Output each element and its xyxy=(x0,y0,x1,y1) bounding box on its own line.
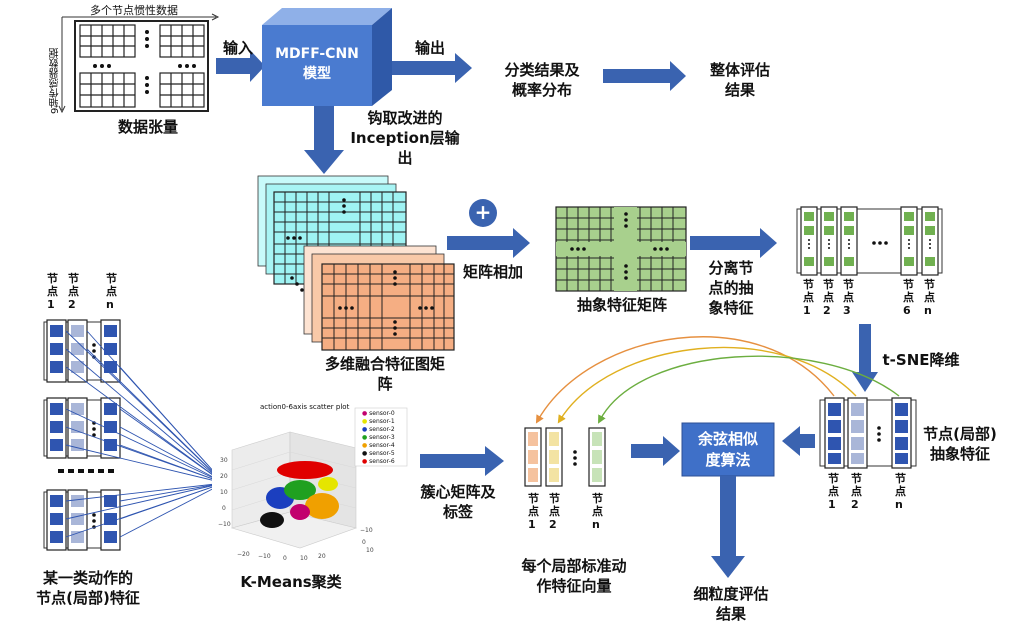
svg-text:−20: −20 xyxy=(237,551,250,558)
svg-text:20: 20 xyxy=(220,473,228,480)
cluster-arrow xyxy=(420,446,504,476)
local-node-n: 节 点 n xyxy=(895,472,906,511)
svg-text:−10: −10 xyxy=(360,527,373,534)
matrix-add-label: 矩阵相加 xyxy=(462,263,523,281)
model-line1: MDFF-CNN xyxy=(275,46,359,62)
fusion-matrix-stack xyxy=(257,175,455,351)
tensor-side-label: 9轴传感器数据 xyxy=(50,47,61,114)
matrix-add-arrow xyxy=(447,228,530,258)
standard-feature-vectors xyxy=(524,427,606,487)
curve-arrows xyxy=(535,336,900,424)
input-arrow xyxy=(216,50,265,82)
legend-entry-2: ● sensor-2 xyxy=(362,426,395,433)
node-feature-columns-top xyxy=(796,206,943,276)
tensor-top-label: 多个节点惯性数据 xyxy=(90,4,178,17)
node-label-top-3: 节 点 3 xyxy=(843,278,854,317)
model-line2: 模型 xyxy=(303,66,331,82)
tensor-caption: 数据张量 xyxy=(117,118,178,136)
cluster-red xyxy=(277,461,333,479)
left-node-header-2: 节 点 2 xyxy=(68,272,79,311)
cluster-label: 簇心矩阵及 标签 xyxy=(420,483,496,521)
legend-entry-4: ● sensor-4 xyxy=(362,442,395,449)
svg-text:0: 0 xyxy=(362,539,366,546)
fine-eval-label: 细粒度评估 结果 xyxy=(693,585,769,623)
cluster-green xyxy=(284,480,316,500)
scatter-legend: ● sensor-0 ● sensor-1 ● sensor-2 ● senso… xyxy=(362,410,408,466)
local-node-2: 节 点 2 xyxy=(851,472,862,511)
cluster-purple xyxy=(290,504,310,520)
node-label-top-n: 节 点 n xyxy=(924,278,935,317)
cosine-down-arrow xyxy=(711,476,745,578)
legend-entry-1: ● sensor-1 xyxy=(362,418,395,425)
output-arrow xyxy=(392,53,472,83)
node-label-top-1: 节 点 1 xyxy=(803,278,814,317)
legend-entry-0: ● sensor-0 xyxy=(362,410,395,417)
scatter-title: action0-6axis scatter plot xyxy=(260,403,350,411)
local-to-cosine-arrow xyxy=(782,426,815,456)
result-to-eval-arrow xyxy=(603,61,686,91)
output-label: 输出 xyxy=(414,39,445,57)
node-label-top-6: 节 点 6 xyxy=(903,278,914,317)
std-caption: 每个局部标准动 作特征向量 xyxy=(521,557,627,595)
cluster-yellow xyxy=(318,477,338,491)
svg-text:30: 30 xyxy=(220,457,228,464)
svg-text:10: 10 xyxy=(366,547,374,554)
svg-text:0: 0 xyxy=(222,505,226,512)
data-tensor-grid xyxy=(58,13,220,114)
local-caption: 节点(局部) 抽象特征 xyxy=(923,425,997,463)
plus-symbol: + xyxy=(474,200,492,224)
local-node-feature-bars xyxy=(819,397,917,469)
left-node-header-1: 节 点 1 xyxy=(47,272,58,311)
svg-text:−10: −10 xyxy=(218,521,231,528)
left-node-header-n: 节 点 n xyxy=(106,272,117,311)
std-node-1: 节 点 1 xyxy=(528,492,539,531)
result-label: 分类结果及 概率分布 xyxy=(504,61,580,99)
plus-circle xyxy=(469,199,497,227)
std-to-cosine-arrow xyxy=(631,436,680,466)
separate-arrow xyxy=(690,228,777,258)
hook-down-arrow xyxy=(304,106,344,174)
tsne-down-arrow xyxy=(852,324,878,392)
hook-label: 钩取改进的 Inception层输 出 xyxy=(350,109,460,167)
separate-label: 分离节 点的抽 象特征 xyxy=(708,259,754,317)
legend-entry-6: ● sensor-6 xyxy=(362,458,395,465)
input-label: 输入 xyxy=(222,39,253,57)
kmeans-label: K-Means聚类 xyxy=(240,573,342,591)
node-label-top-2: 节 点 2 xyxy=(823,278,834,317)
svg-text:10: 10 xyxy=(300,555,308,562)
svg-text:20: 20 xyxy=(318,553,326,560)
cluster-orange xyxy=(305,493,339,519)
eval-label: 整体评估 结果 xyxy=(709,61,770,99)
svg-text:−10: −10 xyxy=(258,553,271,560)
left-caption: 某一类动作的 节点(局部)特征 xyxy=(36,569,140,607)
left-node-groups xyxy=(43,319,225,551)
node-labels-top: 节 点 1 节 点 2 节 点 3 节 点 6 节 点 n xyxy=(801,278,941,323)
svg-text:10: 10 xyxy=(220,489,228,496)
mdff-cnn-model-box xyxy=(262,8,392,106)
cosine-similarity-box xyxy=(681,422,775,477)
fusion-caption: 多维融合特征图矩 阵 xyxy=(324,355,445,393)
svg-text:0: 0 xyxy=(283,555,287,562)
cluster-black xyxy=(260,512,284,528)
tsne-label: t-SNE降维 xyxy=(882,351,960,369)
model-title: MDFF-CNN 模型 xyxy=(262,44,372,84)
abstract-feature-matrix xyxy=(555,206,687,292)
legend-entry-5: ● sensor-5 xyxy=(362,450,395,457)
std-node-2: 节 点 2 xyxy=(549,492,560,531)
abstract-caption: 抽象特征矩阵 xyxy=(576,296,667,314)
std-node-n: 节 点 n xyxy=(592,492,603,531)
cosine-label: 余弦相似 度算法 xyxy=(697,430,758,469)
local-node-1: 节 点 1 xyxy=(828,472,839,511)
legend-entry-3: ● sensor-3 xyxy=(362,434,395,441)
